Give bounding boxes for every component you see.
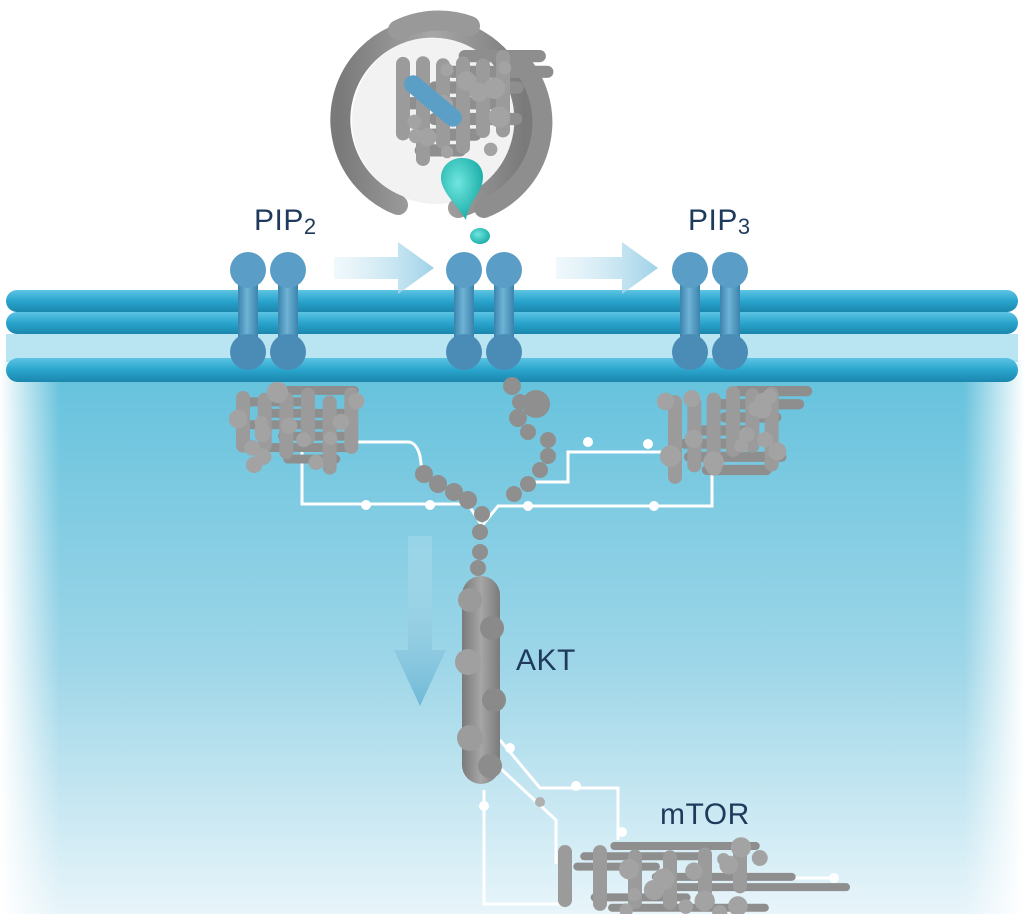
mtor-label: mTOR: [660, 798, 750, 831]
pathway-lines: [300, 440, 836, 906]
cytoplasm-fade-right: [964, 360, 1024, 914]
arrow-to-pip3: [556, 242, 658, 294]
cytoplasm: [0, 360, 1024, 914]
cytoplasm-fade-left: [0, 360, 60, 914]
pi3k-complex: [330, 10, 554, 218]
lipid-dimer-pip-middle: [446, 252, 522, 370]
pip2-label: PIP2: [254, 204, 317, 239]
arrow-pip2-to-pi3k: [334, 242, 434, 294]
pdk1-complex: [228, 381, 365, 475]
pathway-nodes: [361, 437, 839, 883]
phosphate-group: [440, 158, 490, 244]
right-protein-complex: [656, 386, 813, 484]
arrow-to-akt: [394, 536, 446, 706]
pip3-label: PIP3: [688, 204, 751, 239]
akt-protein: [455, 576, 506, 784]
mtor-complex: [558, 837, 851, 919]
akt-label: AKT: [516, 644, 576, 677]
lipid-dimer-pip3: [672, 252, 748, 370]
lipid-molecules: [230, 252, 748, 370]
lipid-dimer-pip2: [230, 252, 306, 370]
linker-bead-chain: [415, 377, 556, 576]
